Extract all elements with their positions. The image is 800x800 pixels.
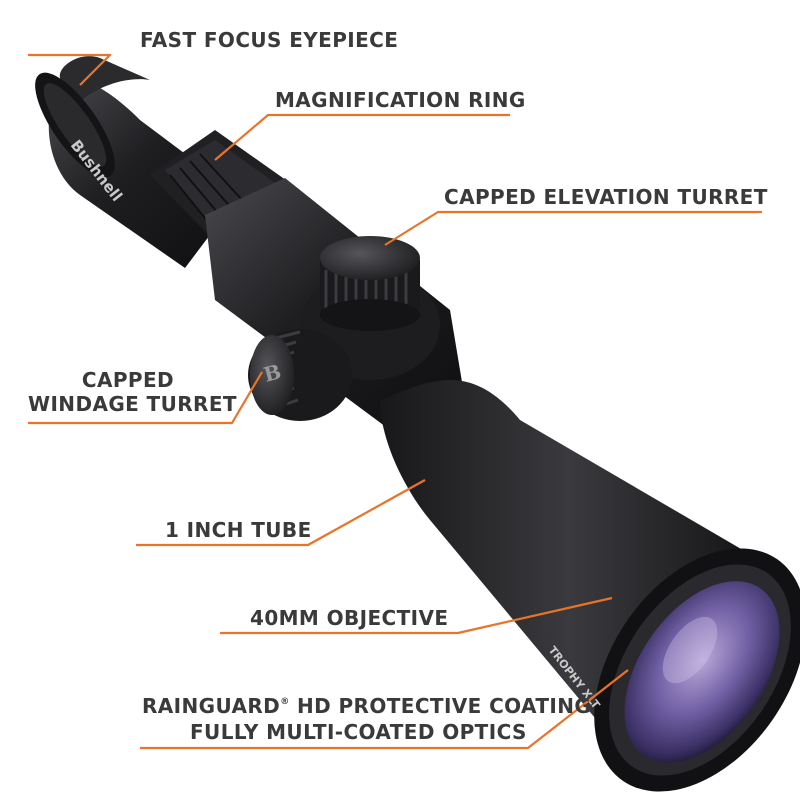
- coating-text: HD PROTECTIVE COATING: [289, 694, 592, 718]
- windage-turret: B: [248, 329, 352, 421]
- tube-callout: 1 INCH TUBE: [165, 518, 312, 542]
- objective-lens: [624, 581, 780, 763]
- objective-leader: [220, 596, 613, 635]
- windage-callout-line2: WINDAGE TURRET: [28, 392, 237, 416]
- coating-leader: [140, 669, 629, 750]
- elevation-callout: CAPPED ELEVATION TURRET: [444, 185, 768, 209]
- coating-callout: RAINGUARD® HD PROTECTIVE COATING: [142, 690, 591, 718]
- elevation-leader: [384, 210, 762, 246]
- coating-brand: RAINGUARD: [142, 694, 281, 718]
- elevation-turret: [320, 236, 420, 331]
- eyepiece-callout: FAST FOCUS EYEPIECE: [140, 28, 399, 52]
- windage-callout: CAPPED WINDAGE TURRET: [28, 368, 237, 416]
- windage-leader: [28, 371, 263, 425]
- svg-text:B: B: [261, 359, 284, 387]
- magnification-leader: [214, 113, 510, 161]
- optics-callout: FULLY MULTI-COATED OPTICS: [190, 720, 527, 744]
- windage-callout-line1: CAPPED: [81, 368, 175, 392]
- registered-mark: ®: [280, 697, 290, 707]
- tube-leader: [136, 479, 426, 547]
- eyepiece-leader: [28, 53, 112, 86]
- magnification-callout: MAGNIFICATION RING: [275, 88, 526, 112]
- objective-callout: 40MM OBJECTIVE: [250, 606, 449, 630]
